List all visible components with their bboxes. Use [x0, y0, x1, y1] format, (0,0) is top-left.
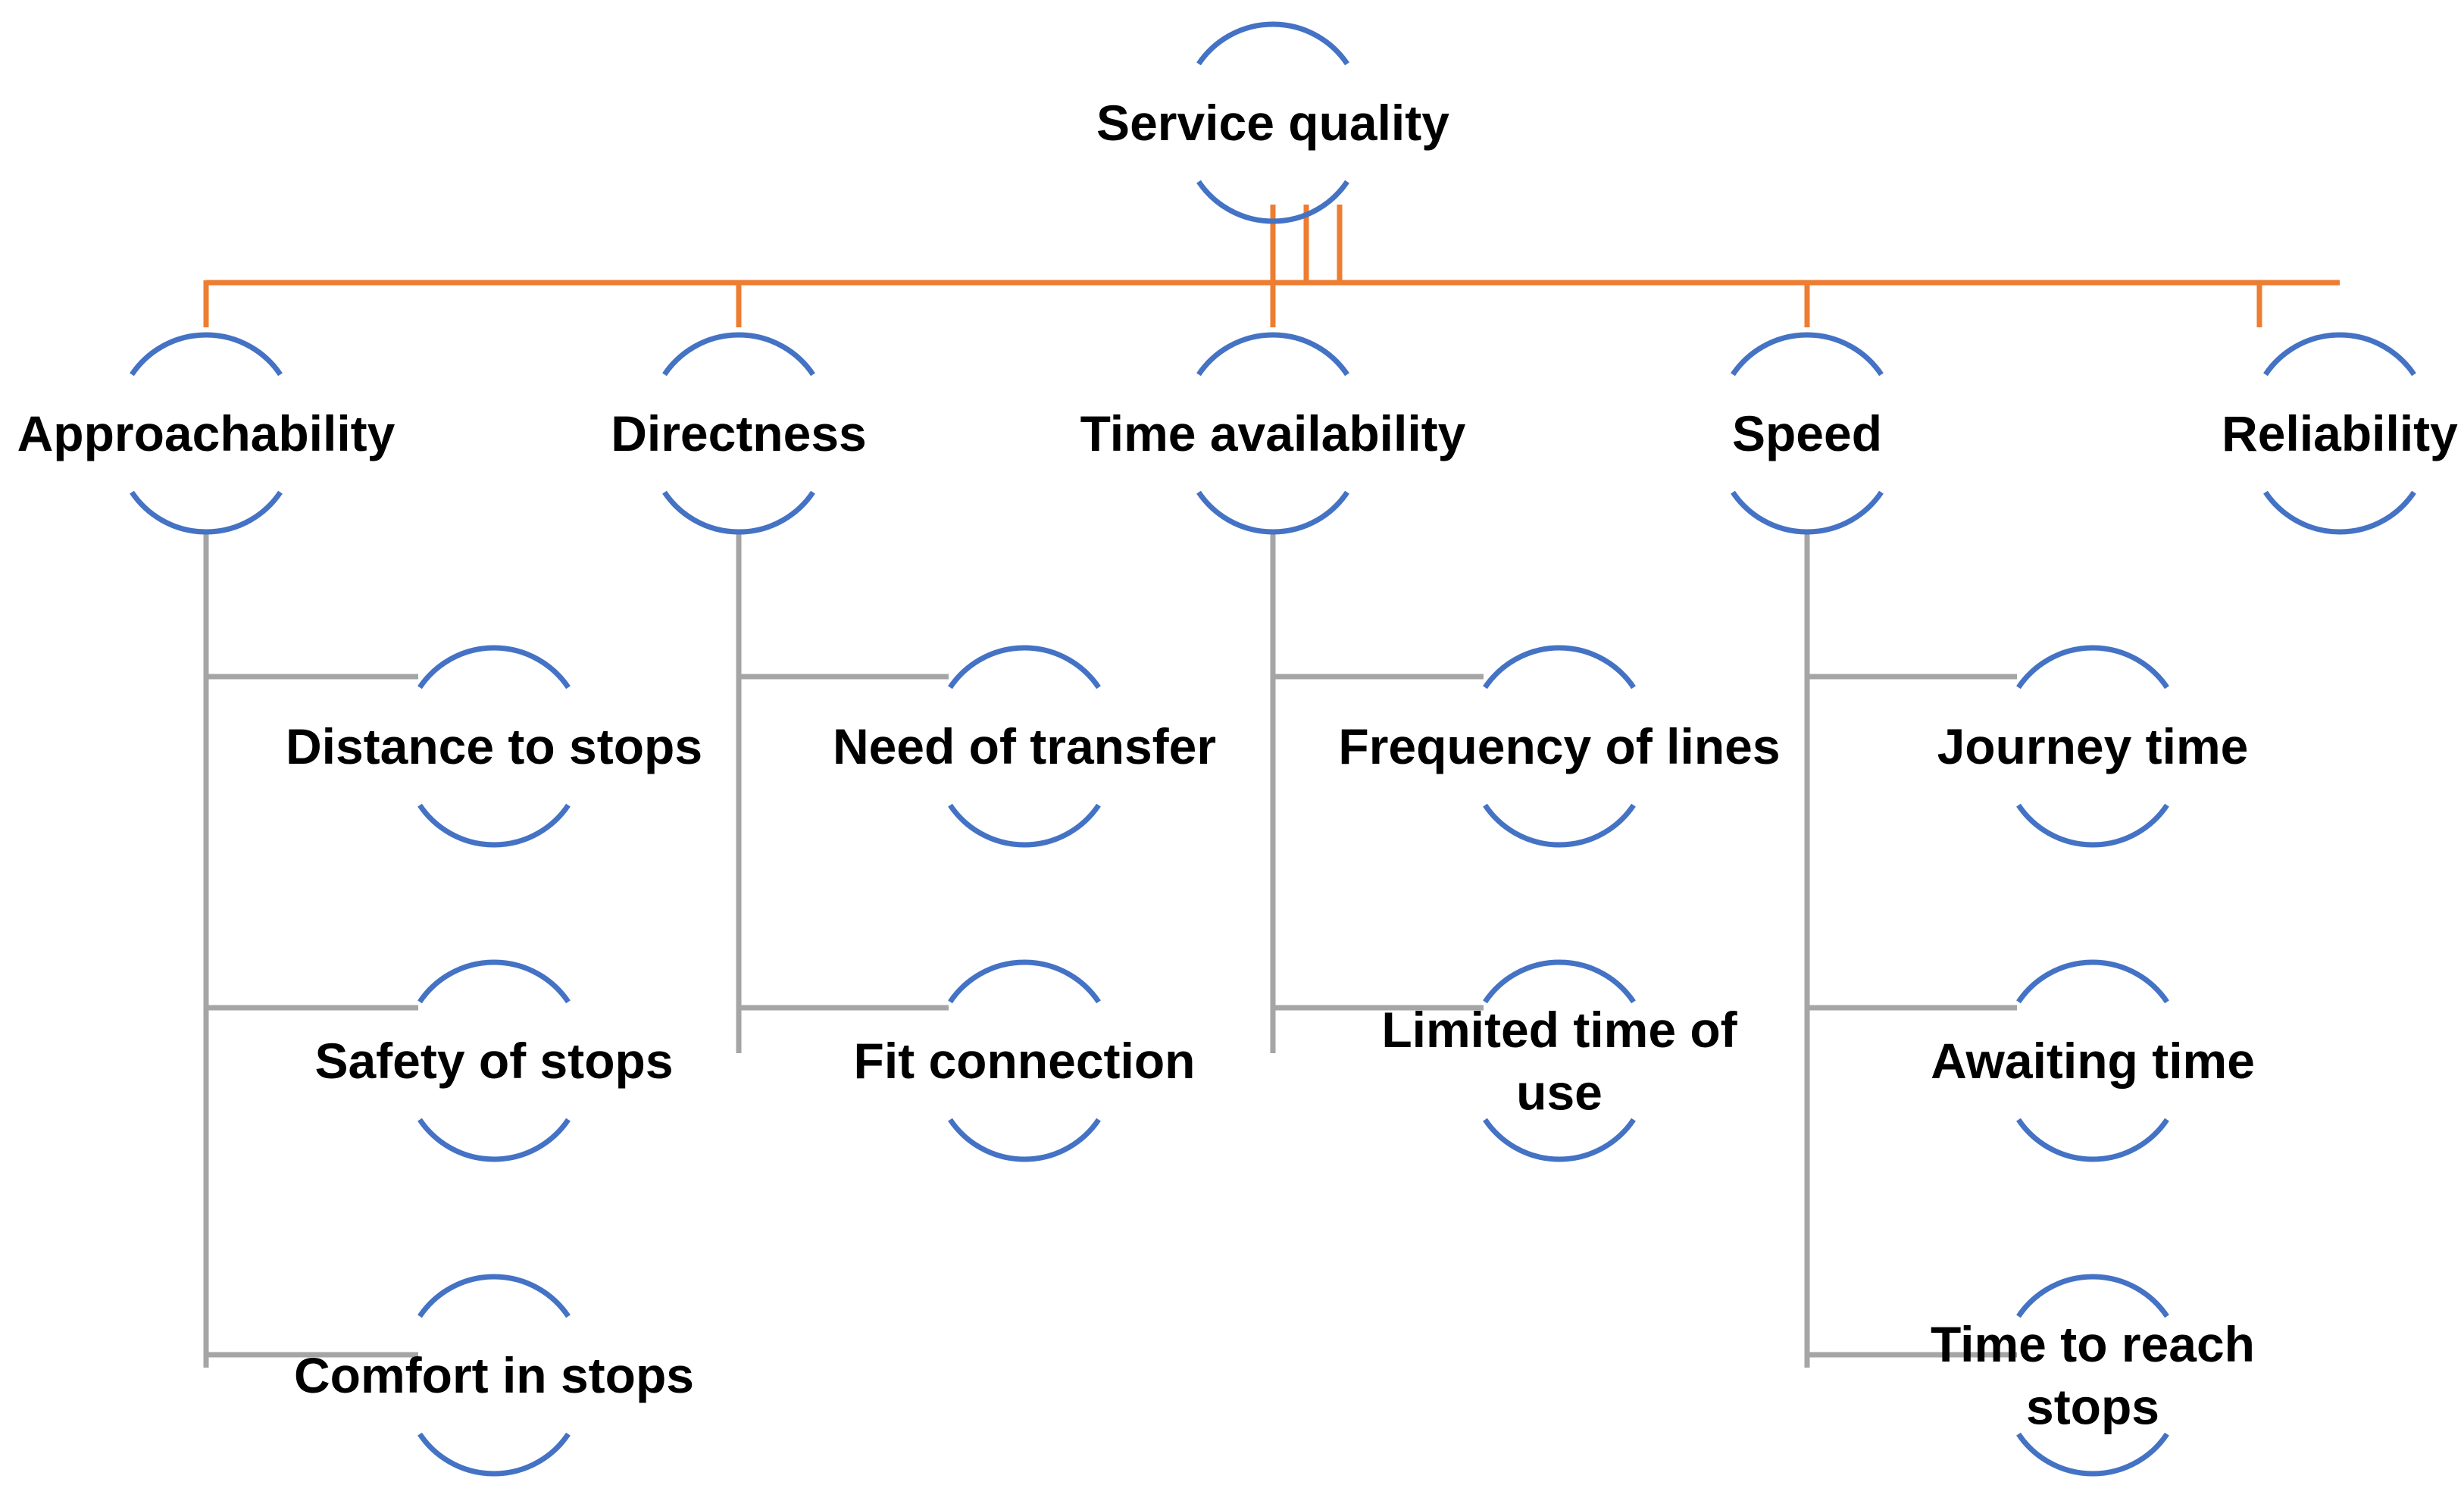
subnode-limited-time-of-use-upper-arc: [1483, 959, 1636, 1004]
root-node-service-quality-label: Service quality: [1096, 95, 1449, 151]
root-node-service-quality-upper-arc: [1196, 21, 1349, 66]
category-reliability-lower-arc: [2263, 490, 2416, 535]
subnode-comfort-in-stops-label: Comfort in stops: [294, 1347, 694, 1403]
category-directness-lower-arc: [662, 490, 815, 535]
root-node-service-quality-lower-arc: [1196, 180, 1349, 224]
category-directness-upper-arc: [662, 332, 815, 377]
subnode-journey-time-label: Journey time: [1937, 718, 2249, 774]
subnode-journey-time-lower-arc: [2016, 803, 2169, 848]
subnode-need-of-transfer-label: Need of transfer: [833, 718, 1216, 774]
category-approachability-label: Approachability: [17, 405, 396, 461]
category-speed-label: Speed: [1732, 405, 1882, 461]
subnode-awaiting-time-label: Awaiting time: [1931, 1033, 2255, 1089]
subnode-time-to-reach-stops-upper-arc: [2016, 1274, 2169, 1318]
subnode-fit-connection-label: Fit connection: [854, 1033, 1196, 1089]
subnode-time-to-reach-stops-label: Time to reach: [1931, 1316, 2255, 1372]
subnode-frequency-of-lines-label: Frequency of lines: [1338, 718, 1780, 774]
category-approachability-upper-arc: [130, 332, 283, 377]
category-approachability-lower-arc: [130, 490, 283, 535]
subnode-fit-connection-lower-arc: [948, 1118, 1101, 1162]
category-time-availability-upper-arc: [1196, 332, 1349, 377]
subnode-distance-to-stops-upper-arc: [417, 645, 571, 689]
category-reliability-upper-arc: [2263, 332, 2416, 377]
subnode-journey-time-upper-arc: [2016, 645, 2169, 689]
subnode-safety-of-stops-label: Safety of stops: [314, 1033, 673, 1089]
category-directness-label: Directness: [611, 405, 867, 461]
subnode-time-to-reach-stops-label: stops: [2026, 1378, 2159, 1434]
subnode-limited-time-of-use-lower-arc: [1483, 1118, 1636, 1162]
subnode-time-to-reach-stops-lower-arc: [2016, 1432, 2169, 1477]
subnode-awaiting-time-lower-arc: [2016, 1118, 2169, 1162]
subnode-comfort-in-stops-upper-arc: [417, 1274, 571, 1318]
subnode-distance-to-stops-label: Distance to stops: [286, 718, 702, 774]
category-speed-lower-arc: [1731, 490, 1884, 535]
node-arcs: [130, 21, 2416, 1477]
subnode-limited-time-of-use-label: use: [1516, 1064, 1603, 1120]
subnode-need-of-transfer-lower-arc: [948, 803, 1101, 848]
subnode-frequency-of-lines-lower-arc: [1483, 803, 1636, 848]
category-time-availability-label: Time availability: [1080, 405, 1466, 461]
subnode-comfort-in-stops-lower-arc: [417, 1432, 571, 1477]
connector-lines: [203, 205, 2340, 1368]
category-time-availability-lower-arc: [1196, 490, 1349, 535]
subnode-safety-of-stops-upper-arc: [417, 959, 571, 1004]
subnode-need-of-transfer-upper-arc: [948, 645, 1101, 689]
subnode-limited-time-of-use-label: Limited time of: [1381, 1002, 1737, 1058]
category-speed-upper-arc: [1731, 332, 1884, 377]
subnode-safety-of-stops-lower-arc: [417, 1118, 571, 1162]
subnode-fit-connection-upper-arc: [948, 959, 1101, 1004]
subnode-distance-to-stops-lower-arc: [417, 803, 571, 848]
category-reliability-label: Reliability: [2222, 405, 2458, 461]
subnode-frequency-of-lines-upper-arc: [1483, 645, 1636, 689]
subnode-awaiting-time-upper-arc: [2016, 959, 2169, 1004]
